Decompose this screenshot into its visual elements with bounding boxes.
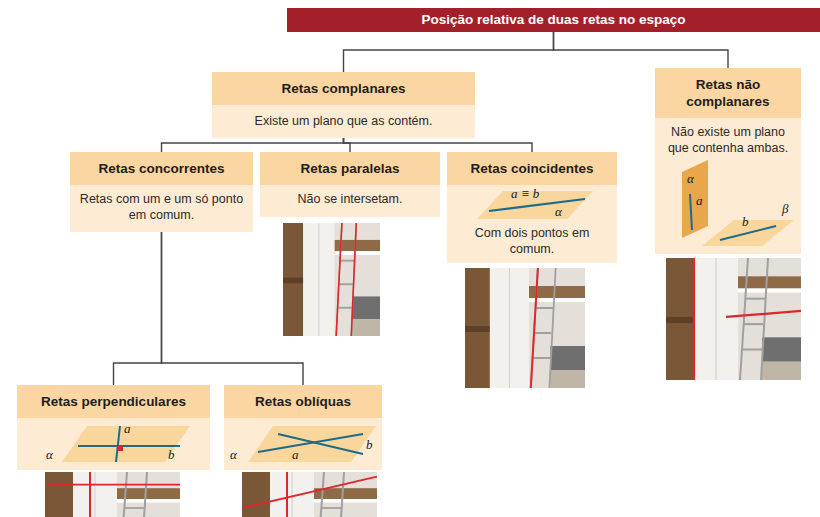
plane-figure: αab <box>228 422 378 466</box>
tree-connector <box>344 138 351 152</box>
plane-figure: a ≡ b α <box>467 187 597 223</box>
line-label: a <box>124 422 131 436</box>
line-label: a ≡ b <box>511 187 539 201</box>
photo-coincident <box>465 268 585 388</box>
box-description: Não se intersetam. <box>260 185 440 217</box>
photo-skew <box>666 258 801 380</box>
line-label: a <box>292 448 299 462</box>
box-heading: Retas perpendiculares <box>17 385 210 418</box>
box-heading: Retas complanares <box>212 72 475 105</box>
box-heading: Retas concorrentes <box>70 152 253 185</box>
line-label: β <box>782 202 788 216</box>
tree-connector <box>114 232 162 385</box>
line-label: a <box>696 194 703 208</box>
line-label: b <box>168 448 175 462</box>
line-label: α <box>230 448 237 462</box>
photo-oblique <box>242 472 377 517</box>
line-label: α <box>687 172 694 186</box>
box-heading: Retas oblíquas <box>224 385 382 418</box>
plane-drawing <box>228 422 378 466</box>
box-heading: Retas coincidentes <box>447 152 617 185</box>
box-description: Existe um plano que as contém. <box>212 105 475 138</box>
plane-figure: αa b β <box>658 160 798 250</box>
line-label: b <box>366 438 373 452</box>
title-bar: Posição relativa de duas retas no espaço <box>287 8 820 32</box>
line-label: b <box>742 215 749 229</box>
box-heading: Retas não complanares <box>655 68 801 118</box>
photo-parallel <box>283 223 380 336</box>
line-label: α <box>46 448 53 462</box>
title-text: Posição relativa de duas retas no espaço <box>287 8 820 32</box>
category-box: Retas concorrentesRetas com um e um só p… <box>70 152 253 232</box>
plane-figure: a b α <box>42 422 192 466</box>
line-label: α <box>555 205 562 219</box>
category-box: Retas complanaresExiste um plano que as … <box>212 72 475 138</box>
category-box: Retas paralelasNão se intersetam. <box>260 152 440 217</box>
tree-connector <box>344 138 533 152</box>
photo-perpendicular <box>45 472 180 517</box>
tree-connector <box>344 32 554 72</box>
box-heading: Retas paralelas <box>260 152 440 185</box>
plane-drawing <box>658 160 798 250</box>
box-description: Retas com um e um só ponto em comum. <box>70 185 253 232</box>
tree-connector <box>554 32 729 68</box>
tree-connector <box>162 138 344 152</box>
tree-connector <box>162 232 304 385</box>
